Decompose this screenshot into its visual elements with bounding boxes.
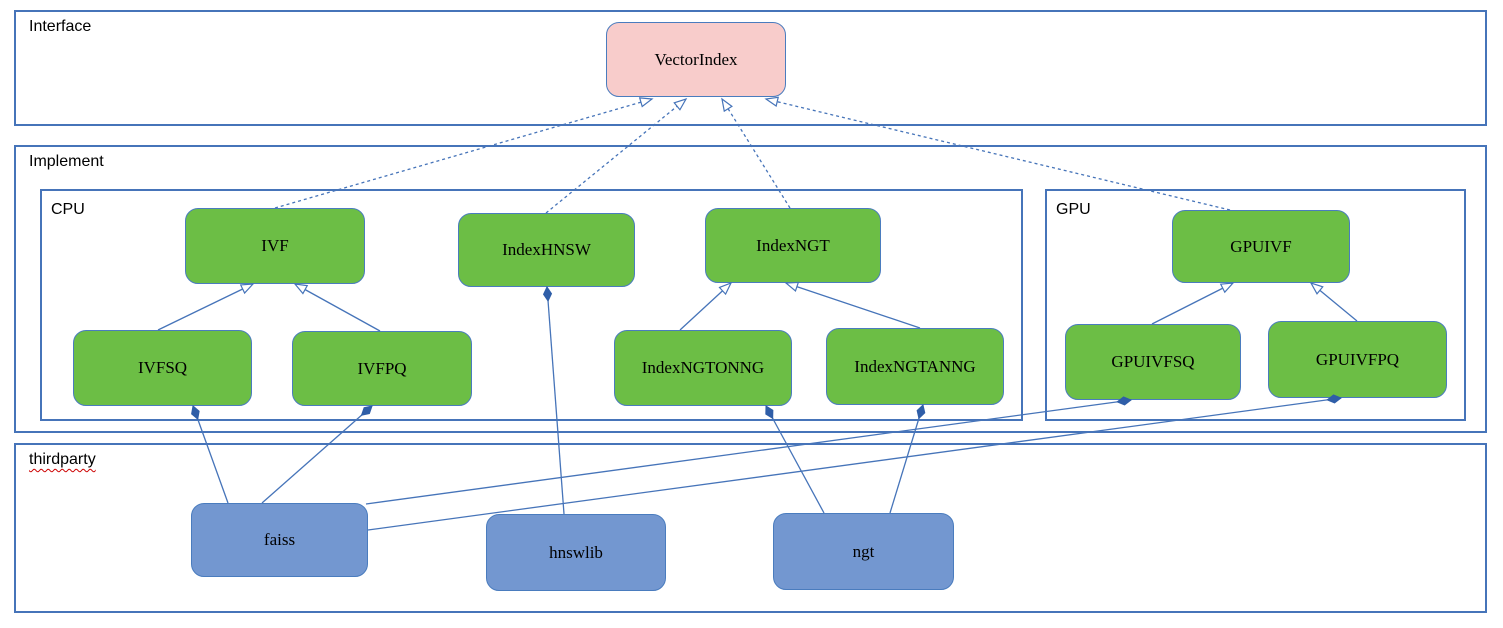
node-indexhnsw: IndexHNSW: [458, 213, 635, 287]
container-gpu-label: GPU: [1056, 201, 1091, 218]
node-label: IndexNGTONNG: [641, 358, 765, 377]
node-ivf: IVF: [185, 208, 365, 284]
node-indexngt: IndexNGT: [705, 208, 881, 283]
node-faiss: faiss: [191, 503, 368, 577]
node-ngt: ngt: [773, 513, 954, 590]
node-label: faiss: [263, 530, 296, 549]
container-thirdparty-label: thirdparty: [29, 451, 96, 468]
node-label: IndexNGT: [756, 235, 830, 255]
node-label: hnswlib: [549, 542, 603, 562]
node-hnswlib: hnswlib: [486, 514, 666, 591]
node-label: IndexHNSW: [502, 240, 591, 259]
node-gpuivfpq: GPUIVFPQ: [1268, 321, 1447, 398]
node-label: GPUIVFSQ: [1111, 352, 1195, 371]
node-label: IVFPQ: [357, 358, 407, 378]
node-gpuivfsq: GPUIVFSQ: [1065, 324, 1241, 400]
node-indexngtonng: IndexNGTONNG: [614, 330, 792, 406]
container-cpu-label: CPU: [51, 201, 85, 218]
node-gpuivf: GPUIVF: [1172, 210, 1350, 283]
node-ivfpq: IVFPQ: [292, 331, 472, 406]
container-implement-label: Implement: [29, 153, 104, 170]
node-label: IndexNGTANNG: [854, 356, 976, 376]
node-label: VectorIndex: [654, 49, 738, 69]
container-interface-label: Interface: [29, 18, 92, 35]
node-vectorindex: VectorIndex: [606, 22, 786, 97]
node-ivfsq: IVFSQ: [73, 330, 252, 406]
node-label: IVFSQ: [137, 358, 188, 377]
node-label: GPUIVFPQ: [1315, 349, 1400, 369]
node-indexngtanng: IndexNGTANNG: [826, 328, 1004, 405]
node-label: IVF: [261, 236, 289, 255]
node-label: GPUIVF: [1230, 236, 1292, 256]
node-label: ngt: [852, 541, 875, 561]
